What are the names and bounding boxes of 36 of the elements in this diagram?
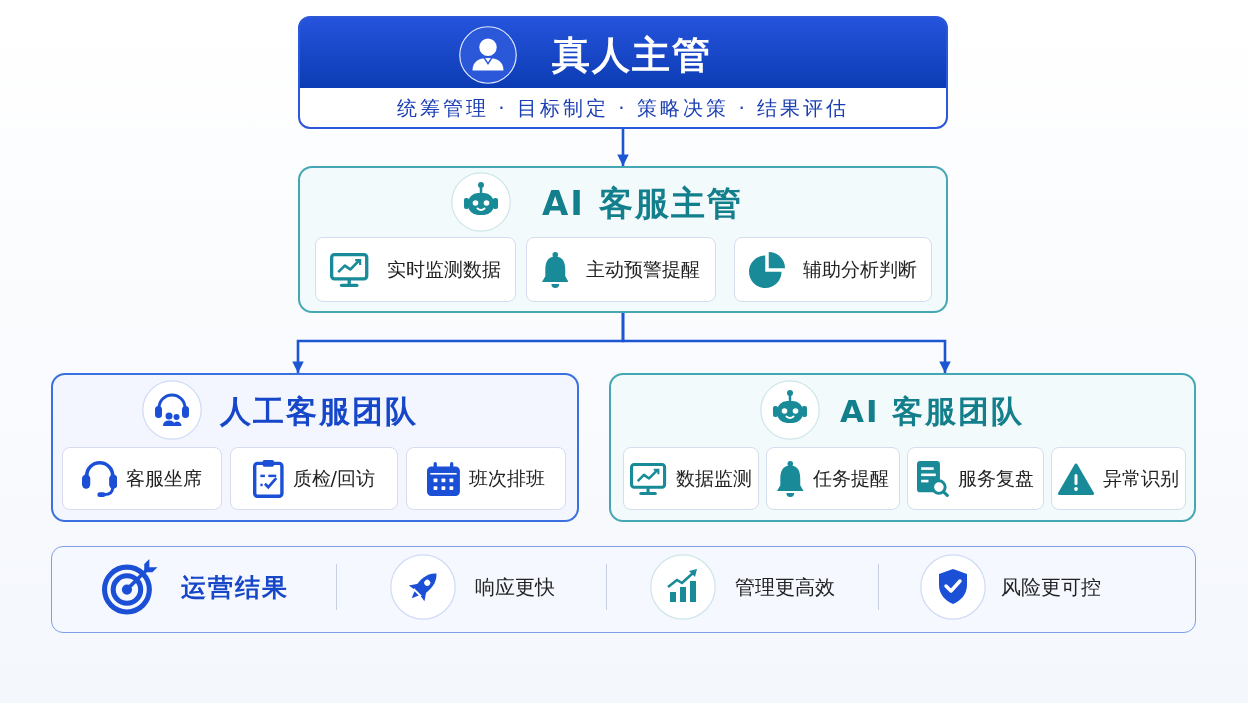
card-label: 任务提醒 — [812, 469, 889, 488]
outcome-label: 响应更快 — [474, 576, 555, 597]
card-label: 实时监测数据 — [386, 260, 501, 279]
feature-card — [406, 447, 566, 510]
arrow — [621, 313, 951, 373]
feature-card — [623, 447, 759, 510]
feature-card — [526, 237, 716, 302]
box-title: AI 客服主管 — [542, 186, 743, 220]
outcome-label: 管理更高效 — [734, 576, 835, 597]
outcome-bar — [51, 546, 1196, 633]
card-label: 异常识别 — [1103, 469, 1179, 488]
feature-card — [1051, 447, 1186, 510]
box-title: AI 客服团队 — [840, 395, 1025, 427]
feature-card — [734, 237, 932, 302]
card-label: 客服坐席 — [126, 469, 203, 488]
outcome-label: 风险更可控 — [1000, 576, 1101, 597]
card-label: 数据监测 — [675, 469, 752, 488]
team-box — [51, 373, 579, 522]
box-title: 真人主管 — [552, 36, 712, 74]
feature-card — [230, 447, 398, 510]
card-label: 质检/回访 — [292, 469, 375, 488]
role-box — [298, 16, 948, 129]
feature-card — [315, 237, 516, 302]
feature-card — [62, 447, 222, 510]
card-label: 辅助分析判断 — [803, 260, 917, 279]
team-box — [298, 166, 948, 313]
card-label: 服务复盘 — [957, 469, 1034, 488]
feature-card — [766, 447, 900, 510]
team-box — [609, 373, 1196, 522]
card-label: 主动预警提醒 — [586, 260, 701, 279]
card-label: 班次排班 — [468, 469, 545, 488]
box-subtitle: 统筹管理 · 目标制定 · 策略决策 · 结果评估 — [396, 98, 850, 118]
feature-card — [907, 447, 1044, 510]
arrow — [617, 129, 629, 166]
box-title: 人工客服团队 — [220, 395, 418, 427]
box-title: 运营结果 — [180, 575, 289, 600]
